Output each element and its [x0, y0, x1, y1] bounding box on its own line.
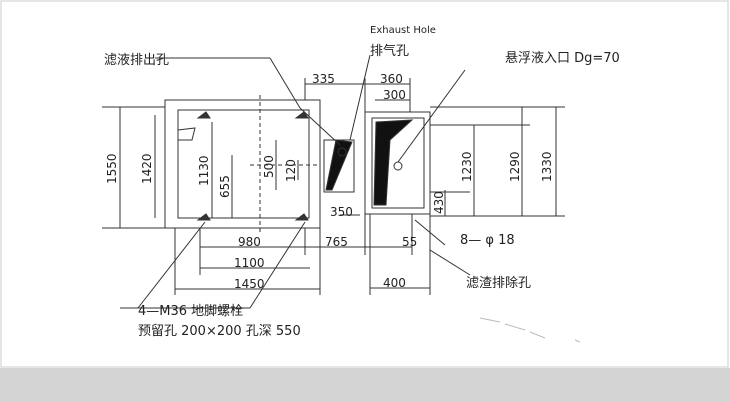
dim-430: 430	[432, 191, 446, 214]
label-filtrate-outlet: 滤液排出孔	[104, 53, 170, 68]
label-reserved-hole: 预留孔 200×200 孔深 550	[138, 324, 301, 339]
dim-980: 980	[238, 235, 261, 249]
base-cutout	[177, 127, 196, 141]
dim-350: 350	[330, 205, 353, 219]
dim-400: 400	[383, 276, 406, 290]
dim-1330: 1330	[540, 151, 554, 182]
dim-1550: 1550	[105, 153, 119, 184]
dim-500: 500	[262, 155, 276, 178]
dim-1290: 1290	[508, 151, 522, 182]
label-holes-8: 8— φ 18	[460, 233, 515, 248]
base-outer-rect	[164, 99, 321, 229]
label-residue-outlet: 滤渣排除孔	[466, 276, 532, 291]
dim-300: 300	[383, 88, 406, 102]
dim-1420: 1420	[140, 153, 154, 184]
label-bolts: 4—M36 地脚螺栓	[138, 304, 244, 319]
dim-360: 360	[380, 72, 403, 86]
dim-765: 765	[325, 235, 348, 249]
dim-1100: 1100	[234, 256, 265, 270]
unit-inner	[371, 117, 425, 209]
unit-outer	[364, 111, 431, 215]
image-border	[0, 0, 729, 368]
dim-335: 335	[312, 72, 335, 86]
dim-1130: 1130	[197, 155, 211, 186]
dim-120: 120	[284, 159, 298, 182]
bolt-marks	[196, 111, 309, 221]
label-exhaust-en: Exhaust Hole	[370, 25, 436, 36]
dim-1230: 1230	[460, 151, 474, 182]
base-inner-rect	[177, 109, 310, 219]
footer-bar	[0, 368, 730, 402]
dim-655: 655	[218, 175, 232, 198]
exhaust-shape	[325, 139, 353, 191]
unit-shape	[373, 119, 414, 206]
label-suspension-inlet: 悬浮液入口 Dg=70	[505, 51, 620, 66]
label-exhaust-cn: 排气孔	[370, 44, 410, 59]
dim-55: 55	[402, 235, 418, 249]
dim-1450: 1450	[234, 277, 265, 291]
